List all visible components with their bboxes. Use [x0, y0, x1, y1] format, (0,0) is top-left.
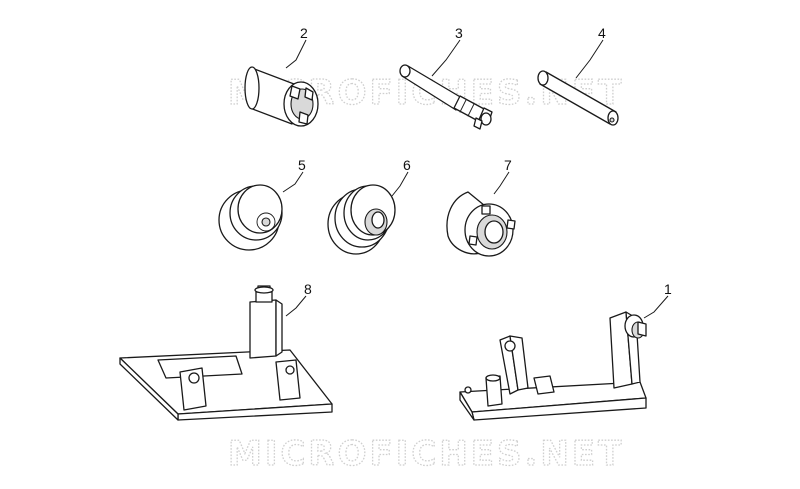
callout-6: 6 — [403, 157, 411, 173]
leader-8 — [285, 295, 307, 317]
leader-3 — [431, 39, 461, 77]
leader-6 — [391, 171, 409, 197]
part-6-grooved-bushing[interactable] — [327, 184, 396, 255]
leader-4 — [575, 39, 604, 79]
part-5-stepped-disc[interactable] — [218, 184, 283, 251]
leader-7 — [493, 171, 510, 195]
part-8-base-plate-stand[interactable] — [119, 285, 333, 421]
callout-5: 5 — [298, 157, 306, 173]
leader-2 — [285, 39, 307, 69]
callout-4: 4 — [598, 25, 606, 41]
callout-2: 2 — [300, 25, 308, 41]
part-1-fixture-bar[interactable] — [459, 311, 647, 421]
part-3-drift-shaft[interactable] — [399, 64, 493, 130]
leader-5 — [282, 171, 304, 193]
leader-1 — [643, 295, 669, 319]
callout-8: 8 — [304, 281, 312, 297]
callout-7: 7 — [504, 157, 512, 173]
part-7-ring-nut-wrench[interactable] — [446, 191, 516, 257]
part-2-socket-sleeve[interactable] — [244, 66, 319, 127]
watermark-bottom: MICROFICHES.NET — [228, 434, 624, 474]
callout-3: 3 — [455, 25, 463, 41]
part-4-pin[interactable] — [537, 70, 619, 126]
callout-1: 1 — [664, 281, 672, 297]
